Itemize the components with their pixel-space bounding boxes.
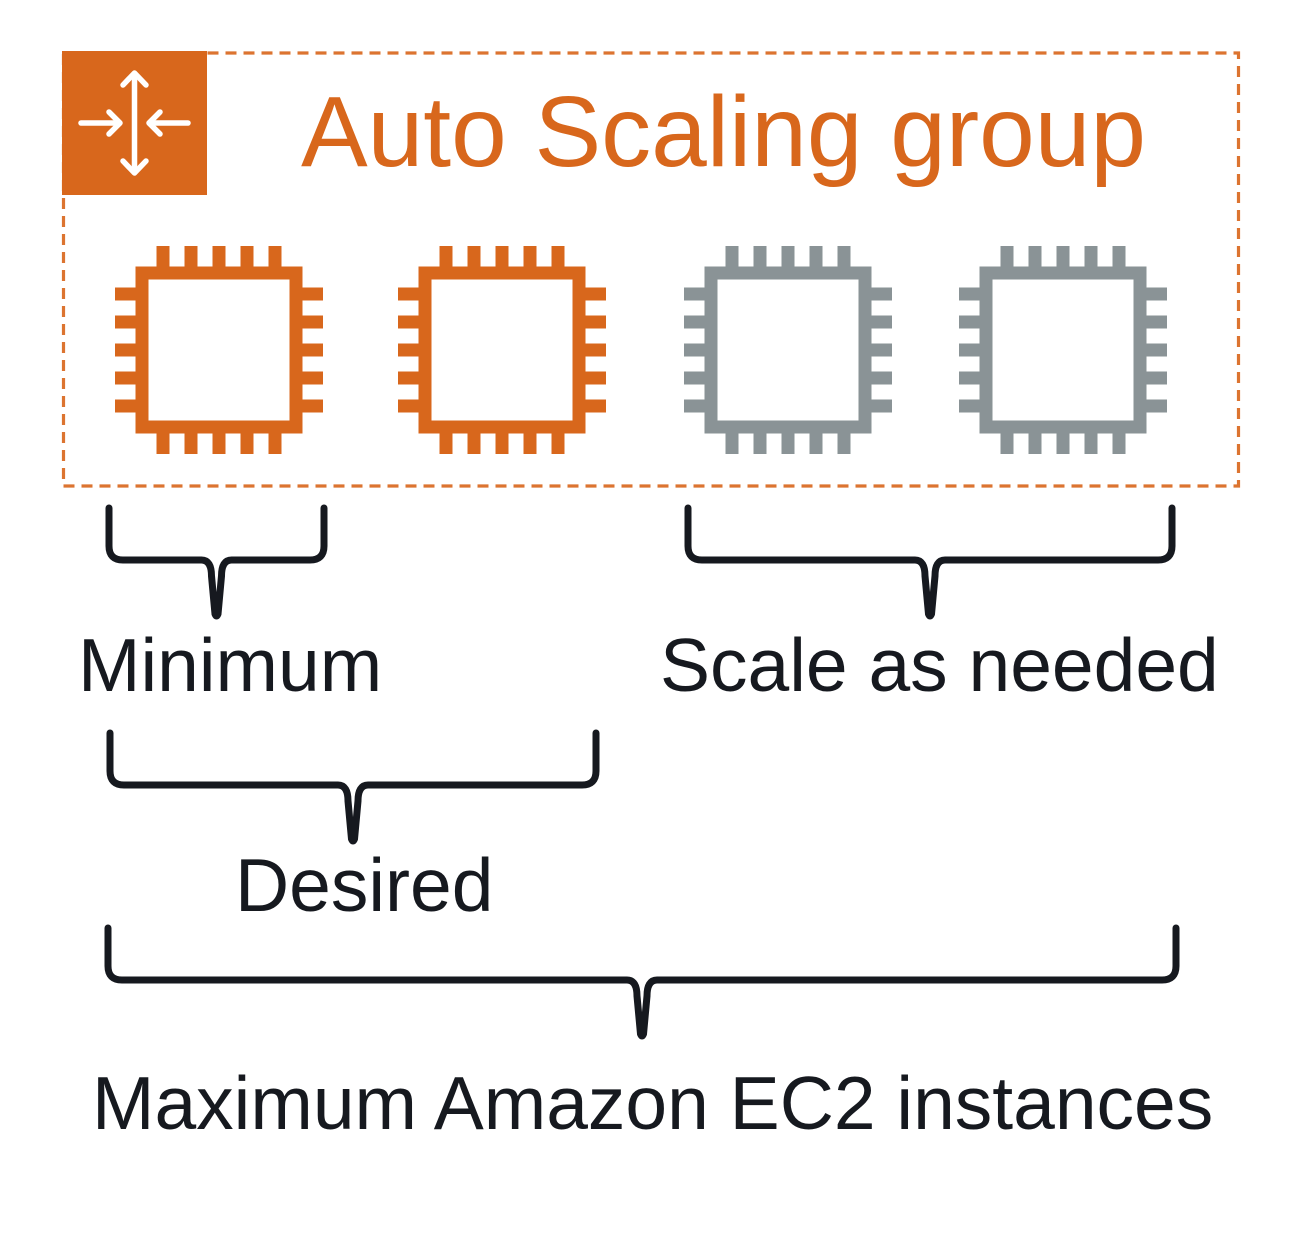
- ec2-instance-icon-4: [959, 246, 1167, 454]
- minimum-label: Minimum: [78, 623, 383, 707]
- ec2-instance-icon-1: [115, 246, 323, 454]
- brace-minimum: [105, 504, 328, 620]
- auto-scaling-group-title: Auto Scaling group: [300, 76, 1147, 188]
- ec2-instance-icon-2: [398, 246, 606, 454]
- maximum-label: Maximum Amazon EC2 instances: [92, 1061, 1214, 1145]
- brace-desired: [106, 729, 600, 845]
- auto-scaling-group-icon: [62, 51, 207, 195]
- auto-scaling-group-boundary: [61, 51, 1241, 488]
- desired-label: Desired: [235, 843, 494, 927]
- ec2-instance-icon-3: [684, 246, 892, 454]
- brace-maximum: [104, 924, 1180, 1040]
- scale-as-needed-label: Scale as needed: [660, 623, 1219, 707]
- scale-arrows-icon: [78, 70, 191, 176]
- brace-scale-as-needed: [684, 504, 1176, 620]
